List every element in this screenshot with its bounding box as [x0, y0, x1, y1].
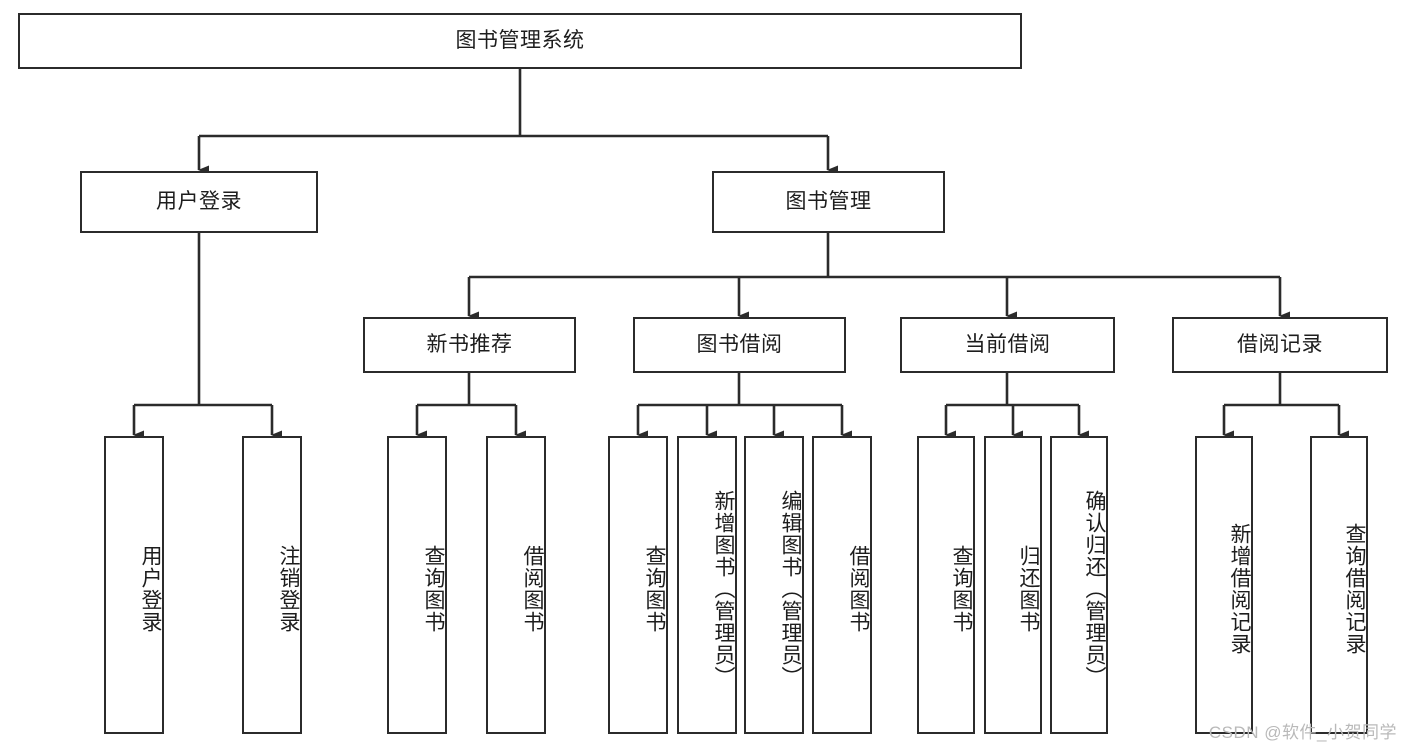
node-root[interactable]: 图书管理系统	[18, 13, 1022, 69]
leaf-confirm-return-admin-label: 确认归还（管理员）	[1083, 490, 1106, 688]
leaf-query-book-2[interactable]: 查询图书	[608, 436, 668, 734]
leaf-borrow-book-2-label: 借阅图书	[847, 545, 870, 633]
leaf-borrow-book-1[interactable]: 借阅图书	[486, 436, 546, 734]
node-root-label: 图书管理系统	[455, 29, 585, 53]
csdn-watermark: CSDN @软件_小贺同学	[1208, 723, 1397, 742]
leaf-query-book-3[interactable]: 查询图书	[917, 436, 975, 734]
node-borrow-record[interactable]: 借阅记录	[1172, 317, 1388, 373]
leaf-query-borrow-record[interactable]: 查询借阅记录	[1310, 436, 1368, 734]
leaf-logout-login-label: 注销登录	[277, 545, 300, 633]
leaf-add-borrow-record[interactable]: 新增借阅记录	[1195, 436, 1253, 734]
leaf-query-book-3-label: 查询图书	[950, 545, 973, 633]
leaf-return-book[interactable]: 归还图书	[984, 436, 1042, 734]
node-book-manage[interactable]: 图书管理	[712, 171, 945, 233]
leaf-user-login-label: 用户登录	[139, 545, 162, 633]
node-book-borrow[interactable]: 图书借阅	[633, 317, 846, 373]
node-current-borrow[interactable]: 当前借阅	[900, 317, 1115, 373]
leaf-query-book-1-label: 查询图书	[422, 545, 445, 633]
leaf-add-borrow-record-label: 新增借阅记录	[1228, 523, 1251, 655]
leaf-query-book-1[interactable]: 查询图书	[387, 436, 447, 734]
node-user-login-label: 用户登录	[156, 190, 242, 214]
node-book-borrow-label: 图书借阅	[696, 333, 783, 357]
node-new-book-recommend-label: 新书推荐	[426, 333, 513, 357]
node-new-book-recommend[interactable]: 新书推荐	[363, 317, 576, 373]
leaf-edit-book-admin[interactable]: 编辑图书（管理员）	[744, 436, 804, 734]
leaf-query-borrow-record-label: 查询借阅记录	[1343, 523, 1366, 655]
node-book-manage-label: 图书管理	[785, 190, 872, 214]
leaf-add-book-admin[interactable]: 新增图书（管理员）	[677, 436, 737, 734]
leaf-return-book-label: 归还图书	[1017, 545, 1040, 633]
leaf-logout-login[interactable]: 注销登录	[242, 436, 302, 734]
leaf-query-book-2-label: 查询图书	[643, 545, 666, 633]
leaf-edit-book-admin-label: 编辑图书（管理员）	[779, 490, 802, 688]
leaf-confirm-return-admin[interactable]: 确认归还（管理员）	[1050, 436, 1108, 734]
node-borrow-record-label: 借阅记录	[1237, 333, 1323, 357]
node-current-borrow-label: 当前借阅	[964, 333, 1051, 357]
leaf-user-login[interactable]: 用户登录	[104, 436, 164, 734]
node-user-login[interactable]: 用户登录	[80, 171, 318, 233]
leaf-borrow-book-2[interactable]: 借阅图书	[812, 436, 872, 734]
leaf-add-book-admin-label: 新增图书（管理员）	[712, 490, 735, 688]
leaf-borrow-book-1-label: 借阅图书	[521, 545, 544, 633]
